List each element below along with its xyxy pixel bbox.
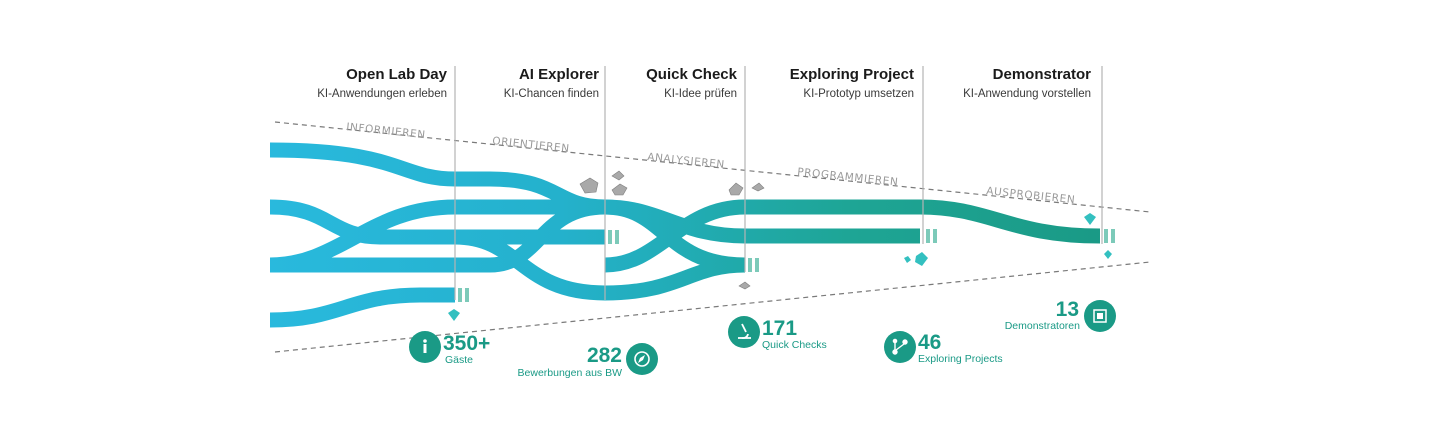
stage-title: Demonstrator — [993, 66, 1092, 83]
stat-demonstrators: 13 Demonstratoren — [1005, 298, 1116, 332]
branch-icon — [892, 338, 908, 355]
phase-label: PROGRAMMIEREN — [797, 166, 899, 188]
flow-ribbon — [269, 199, 605, 245]
end-markers — [458, 229, 1115, 302]
stat-quick-checks: 171 Quick Checks — [728, 316, 827, 351]
gem-icon — [915, 252, 928, 266]
gem-icon — [1104, 250, 1112, 259]
stat-value: 13 — [1056, 298, 1079, 321]
stage-title: Quick Check — [646, 66, 738, 83]
funnel-upper-boundary — [274, 121, 1151, 213]
stat-label: Gäste — [445, 354, 473, 366]
gem-icons — [448, 213, 1112, 321]
chip-icon — [1093, 309, 1107, 323]
stat-value: 171 — [762, 317, 797, 340]
gem-icon — [904, 256, 911, 263]
phase-label: ORIENTIEREN — [492, 135, 571, 155]
flow-ribbon — [269, 287, 455, 328]
phase-label: INFORMIEREN — [346, 121, 427, 141]
stat-value: 282 — [587, 344, 622, 367]
phase-label: AUSPROBIEREN — [986, 185, 1076, 206]
stage-subtitle: KI-Anwendung vorstellen — [963, 88, 1091, 100]
flow-ribbon — [270, 199, 606, 273]
stage-subtitle: KI-Prototyp umsetzen — [803, 88, 914, 100]
stat-label: Quick Checks — [762, 339, 827, 351]
rock-icon — [728, 182, 744, 196]
stage-subtitle: KI-Anwendungen erleben — [317, 88, 447, 100]
stage-subtitle: KI-Idee prüfen — [664, 88, 737, 100]
stage-title: Open Lab Day — [346, 66, 448, 83]
stat-value: 46 — [918, 331, 941, 354]
phase-label: ANALYSIEREN — [647, 151, 726, 171]
stat-label: Exploring Projects — [918, 353, 1003, 365]
flow-ribbon — [269, 142, 920, 244]
stat-guests: 350+ Gäste — [409, 331, 490, 366]
stat-label: Bewerbungen aus BW — [518, 367, 623, 379]
rock-icon — [611, 183, 628, 196]
microscope-icon — [738, 323, 751, 339]
stage-title: AI Explorer — [519, 66, 599, 83]
rock-icon — [738, 281, 751, 290]
rock-icon — [751, 182, 765, 192]
rock-icon — [579, 177, 599, 194]
info-icon — [423, 339, 427, 353]
stat-label: Demonstratoren — [1005, 320, 1080, 332]
flow-ribbon — [269, 199, 746, 273]
stat-value: 350+ — [443, 332, 490, 355]
flow-ribbon — [604, 199, 1101, 273]
gem-icon — [448, 309, 460, 321]
stage-subtitle: KI-Chancen finden — [504, 88, 599, 100]
stat-applications: 282 Bewerbungen aus BW — [518, 343, 658, 379]
microscope-badge — [728, 316, 760, 348]
rock-icon — [611, 170, 625, 181]
stage-title: Exploring Project — [790, 66, 914, 83]
stat-exploring-projects: 46 Exploring Projects — [884, 331, 1003, 365]
gem-icon — [1084, 213, 1096, 225]
compass-icon — [634, 351, 650, 367]
flow-ribbons — [269, 142, 1101, 328]
rock-icons — [579, 170, 765, 290]
